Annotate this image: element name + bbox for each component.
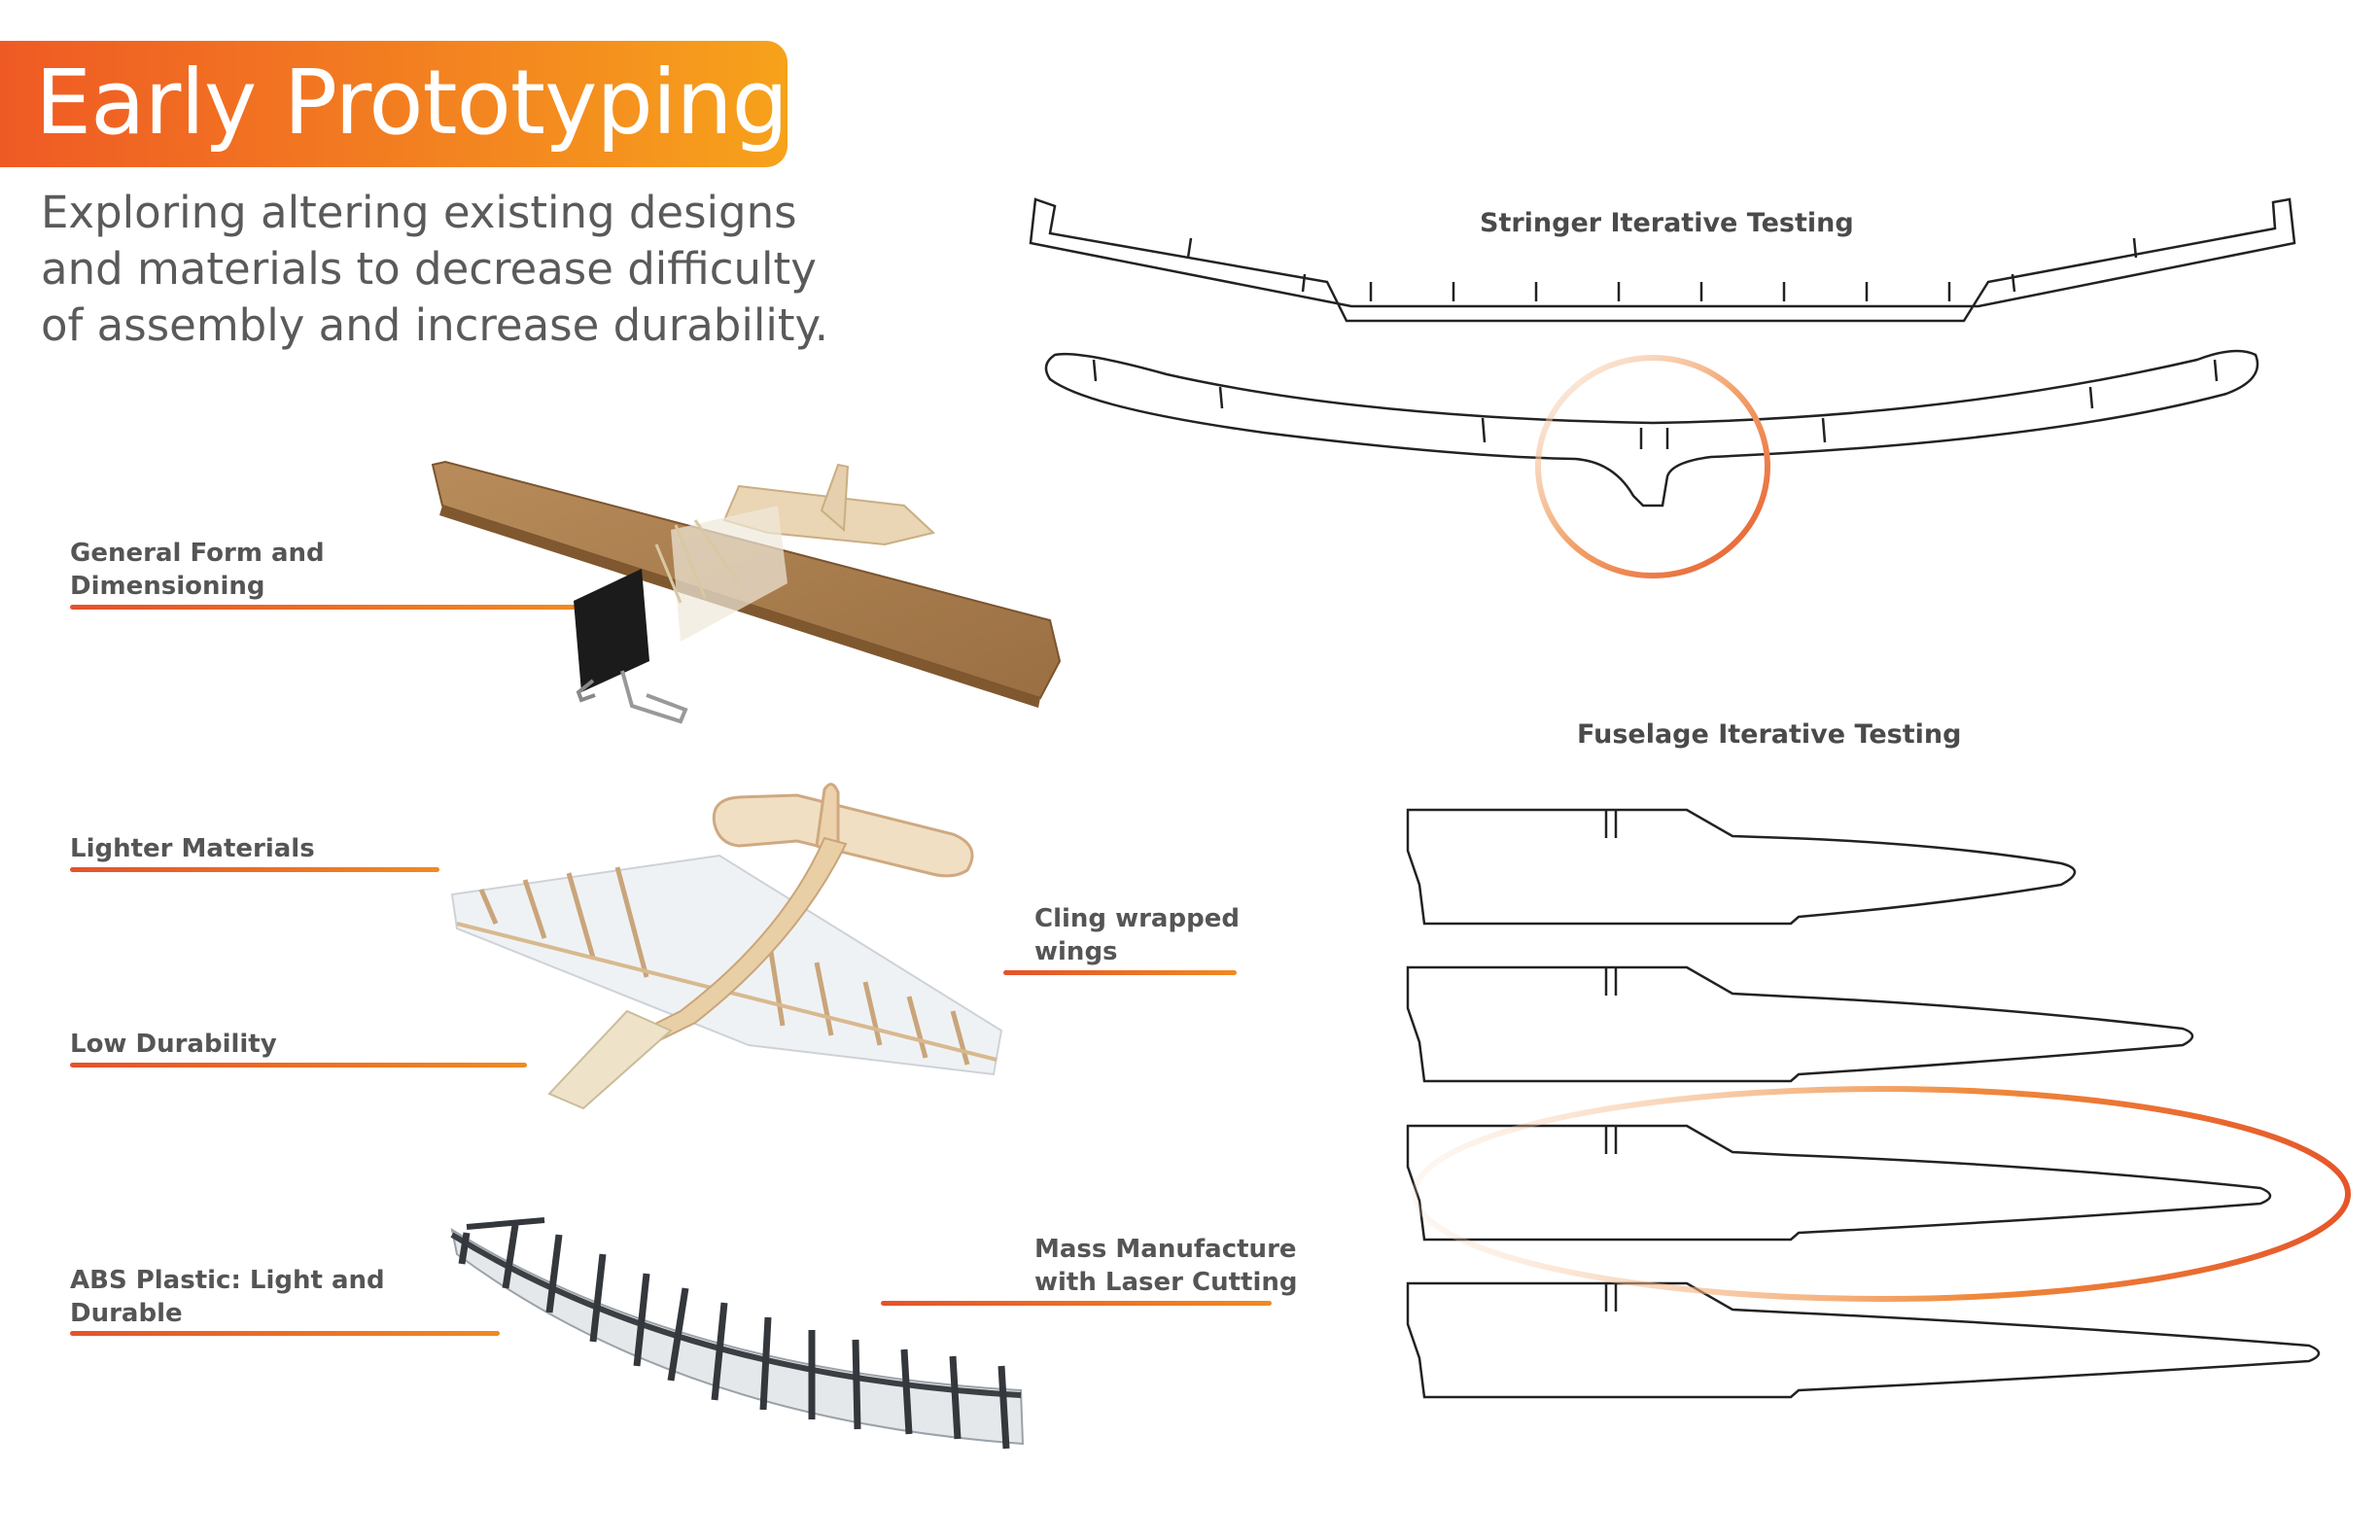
heading-stringer: Stringer Iterative Testing: [1480, 208, 1854, 238]
stringer-outline-2: [1044, 349, 2259, 508]
label-abs-plastic: ABS Plastic: Light and Durable: [70, 1266, 385, 1328]
fuselage-outline-2: [1406, 965, 2194, 1083]
label-general-form: General Form and Dimensioning: [70, 539, 325, 601]
subtitle-line-1: Exploring altering existing designs: [41, 187, 797, 238]
stringer-outline-1: [1029, 197, 2296, 323]
underline-low-durability: [70, 1063, 527, 1068]
label-cling-wrapped: Cling wrapped wings: [1034, 904, 1240, 966]
fuselage-outline-3: [1406, 1124, 2272, 1242]
label-lighter-materials: Lighter Materials: [70, 834, 315, 863]
subtitle: Exploring altering existing designs and …: [41, 185, 877, 354]
heading-fuselage: Fuselage Iterative Testing: [1577, 719, 1962, 750]
highlight-ring-fuselage: [1412, 1086, 2351, 1302]
underline-lighter-materials: [70, 867, 439, 872]
subtitle-line-3: of assembly and increase durability.: [41, 299, 828, 351]
page-title: Early Prototyping: [35, 51, 788, 155]
label-low-durability: Low Durability: [70, 1030, 277, 1059]
highlight-ring-stringer: [1535, 355, 1770, 578]
title-banner: [0, 41, 788, 167]
underline-general-form: [70, 605, 576, 610]
fuselage-outline-1: [1406, 808, 2077, 926]
underline-abs-plastic: [70, 1331, 500, 1336]
underline-mass-manufacture: [881, 1301, 1272, 1306]
fuselage-outline-4: [1406, 1281, 2321, 1399]
subtitle-line-2: and materials to decrease difficulty: [41, 243, 817, 295]
label-mass-manufacture: Mass Manufacture with Laser Cutting: [1034, 1235, 1298, 1297]
underline-cling-wrapped: [1003, 970, 1237, 975]
